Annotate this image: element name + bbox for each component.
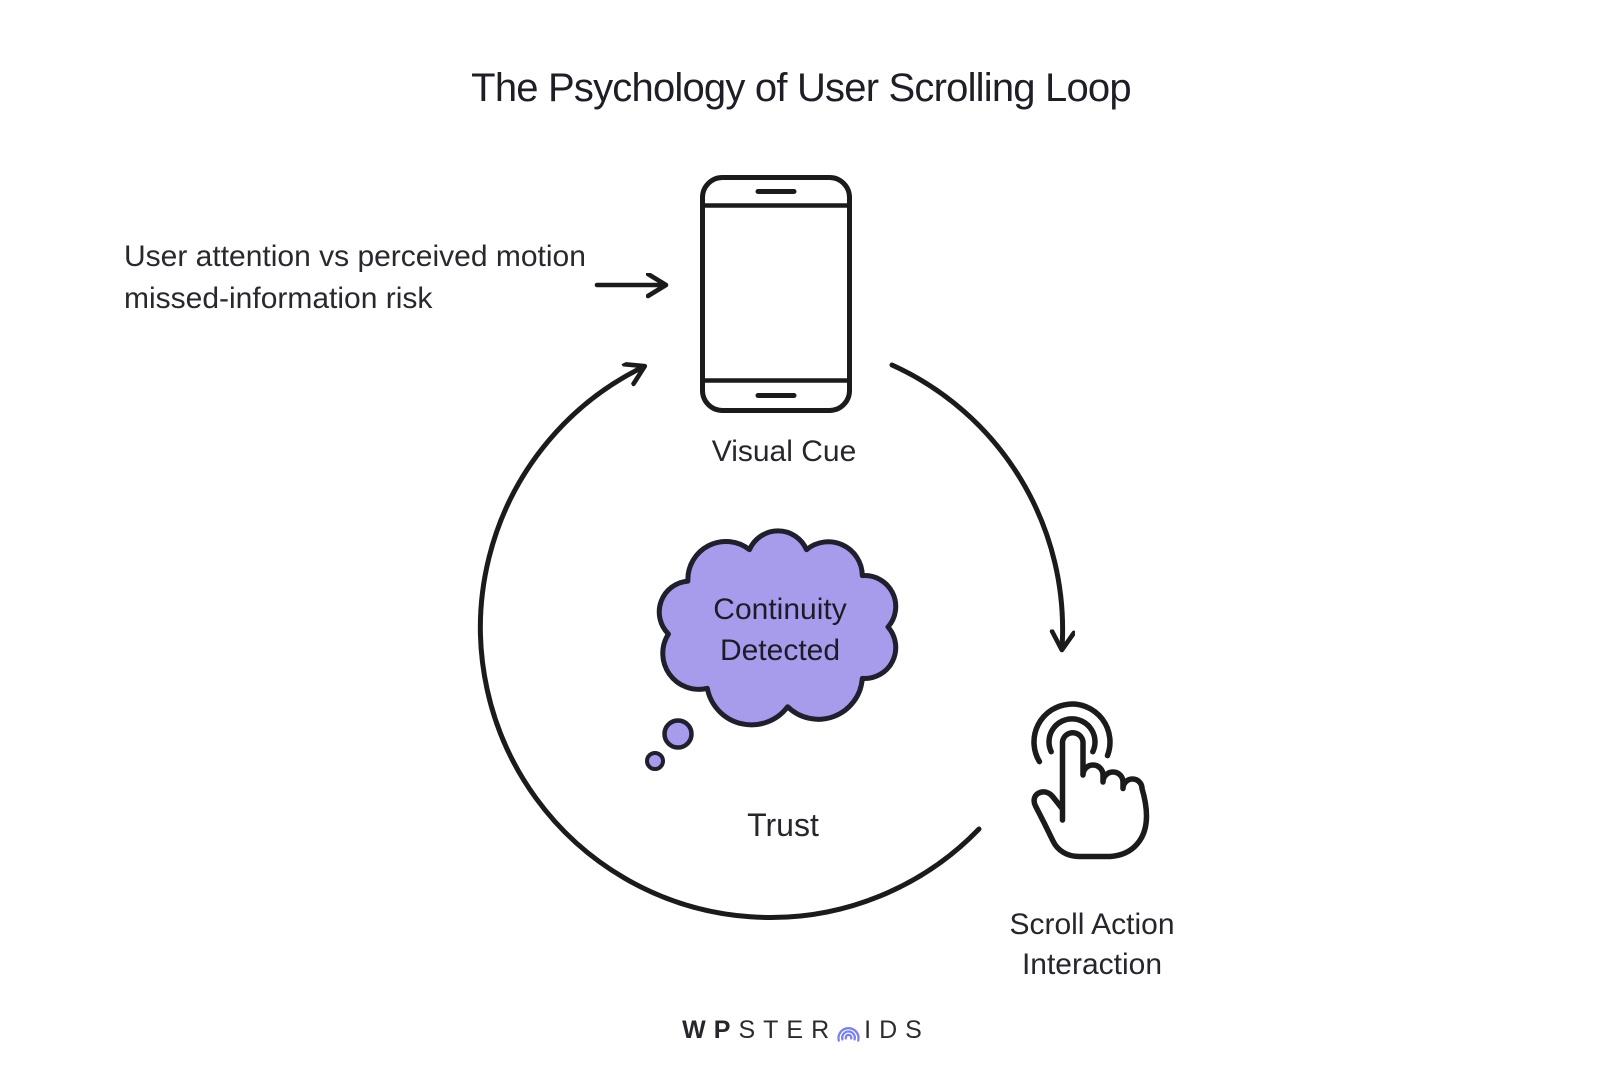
thought-cloud-icon [645, 528, 899, 771]
scroll-action-label: Scroll Action Interaction [1009, 905, 1174, 985]
smartphone-icon [700, 175, 852, 413]
thought-bubble-text: Continuity Detected [713, 589, 846, 671]
annotation-line-1: User attention vs perceived motion [124, 240, 586, 273]
annotation-line-2: missed-information risk [124, 282, 433, 315]
visual-cue-label: Visual Cue [711, 435, 857, 468]
signal-arcs-icon [837, 1027, 860, 1042]
scroll-action-line-2: Interaction [1021, 948, 1163, 981]
tap-gesture-icon [1031, 701, 1150, 860]
annotation-text: User attention vs perceived motion misse… [124, 236, 586, 320]
loop-arrow-left-icon [477, 367, 982, 920]
scroll-action-line-1: Scroll Action [1009, 908, 1175, 941]
logo-part-ster: STER [738, 1015, 838, 1044]
loop-arrow-right-icon [889, 362, 1063, 648]
logo-part-wp: WP [682, 1015, 739, 1044]
trust-label: Trust [747, 807, 819, 843]
thought-line-1: Continuity [713, 593, 847, 626]
thought-line-2: Detected [719, 634, 841, 667]
page-title: The Psychology of User Scrolling Loop [471, 66, 1131, 110]
logo-part-ids: IDS [864, 1015, 930, 1044]
